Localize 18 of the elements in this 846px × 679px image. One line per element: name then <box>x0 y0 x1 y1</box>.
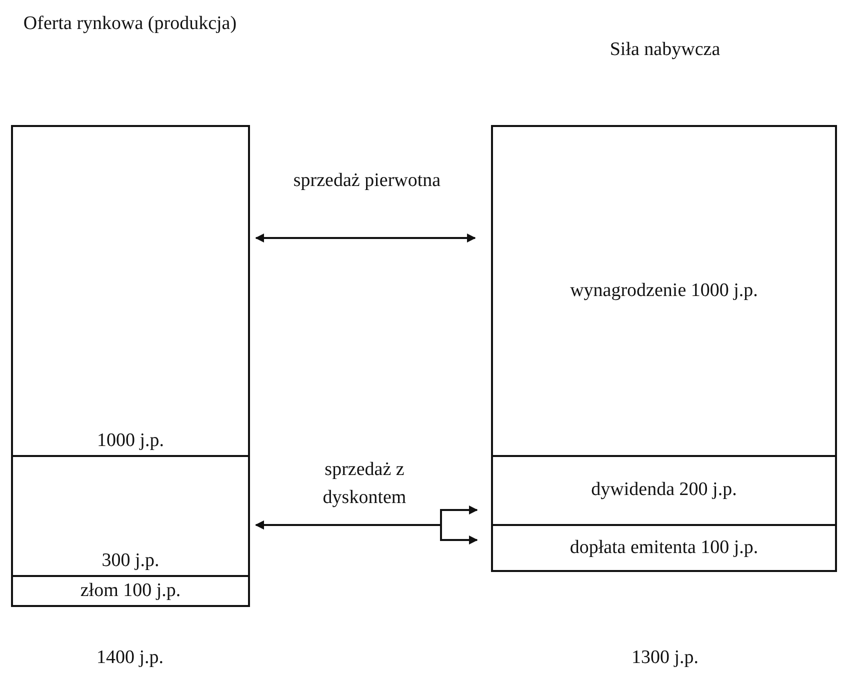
block-label: dopłata emitenta 100 j.p. <box>570 536 758 560</box>
value-block <box>11 575 250 607</box>
column-heading: Siła nabywcza <box>608 38 722 62</box>
value-block <box>491 524 837 572</box>
total-label: 1400 j.p. <box>95 646 165 670</box>
block-label: złom 100 j.p. <box>80 580 181 602</box>
block-label: 1000 j.p. <box>96 430 164 453</box>
block-label: 300 j.p. <box>102 550 160 573</box>
column-heading: Oferta rynkowa (produkcja) <box>22 12 238 36</box>
block-label: wynagrodzenie 1000 j.p. <box>570 280 758 302</box>
value-block <box>491 455 837 526</box>
value-block <box>491 125 837 457</box>
total-label: 1300 j.p. <box>630 646 700 670</box>
block-label: dywidenda 200 j.p. <box>591 479 737 502</box>
arrow <box>255 234 476 242</box>
arrow <box>255 520 478 544</box>
value-block <box>11 125 250 457</box>
value-block <box>11 455 250 577</box>
